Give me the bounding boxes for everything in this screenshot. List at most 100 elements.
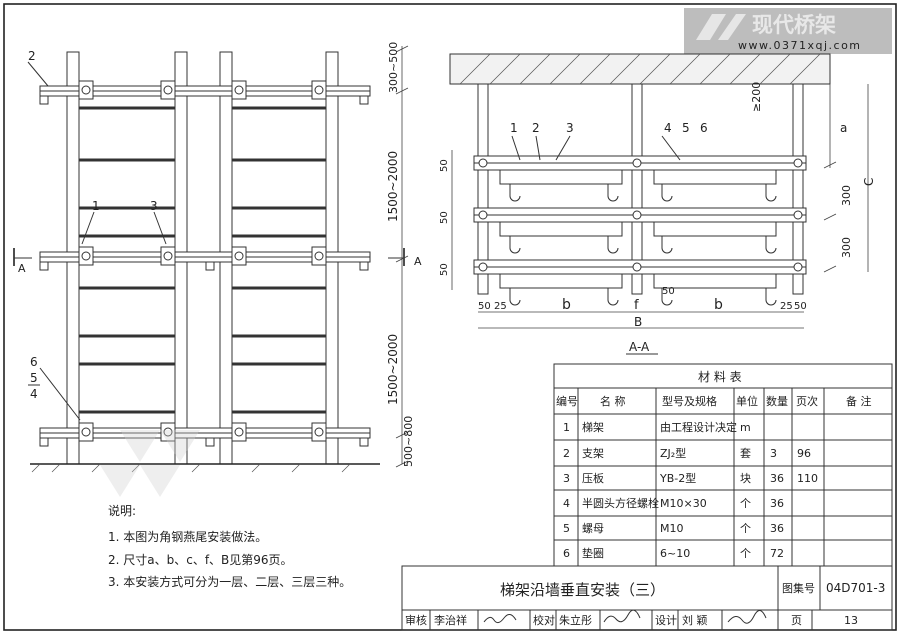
table-cell: 垫圈 (582, 546, 604, 560)
table-cell: 5 (563, 522, 570, 535)
elevation-view: A A 2 1 3 6 5 4 300~500 1 (13, 42, 422, 473)
atlas-number: 04D701-3 (826, 581, 885, 595)
table-cell: M10 (660, 522, 684, 535)
elevation-callouts: 2 1 3 6 5 4 (27, 49, 167, 421)
svg-text:50: 50 (794, 301, 807, 312)
table-cell: 螺母 (582, 522, 604, 535)
hanger-rod (631, 83, 643, 295)
table-cell: 6~10 (660, 547, 690, 560)
svg-text:朱立彤: 朱立彤 (559, 613, 592, 627)
notes-heading: 说明: (108, 503, 136, 518)
svg-text:审核: 审核 (405, 613, 427, 627)
section-dims-left: 50 50 50 (439, 150, 453, 290)
dim-c: C (862, 178, 876, 186)
dim-upper: 1500~2000 (386, 151, 400, 222)
callout-1: 1 (510, 121, 518, 135)
table-cell: 36 (770, 472, 784, 485)
svg-text:备 注: 备 注 (846, 394, 872, 408)
hook-clips (509, 184, 777, 306)
watermark-brand: 现代桥架 (752, 13, 836, 37)
table-cell: 套 (740, 447, 751, 460)
section-callouts: 1 2 3 4 5 6 (510, 121, 708, 161)
page-number: 13 (844, 614, 858, 627)
svg-text:25: 25 (780, 301, 793, 312)
table-cell: m (740, 421, 751, 434)
dim-a: a (840, 121, 847, 135)
callout-6: 6 (700, 121, 708, 135)
table-title: 材 料 表 (698, 370, 742, 384)
table-cell: 个 (740, 547, 751, 560)
table-cell: YB-2型 (659, 471, 696, 485)
elevation-dimensions: 300~500 1500~2000 1500~2000 500~800 (386, 42, 415, 468)
dim-lower: 1500~2000 (386, 334, 400, 405)
svg-text:50: 50 (662, 286, 675, 297)
watermark-logo: 现代桥架 www.0371xqj.com (684, 8, 892, 54)
svg-text:页: 页 (791, 614, 802, 627)
table-cell: ZJ₂型 (660, 446, 686, 460)
svg-text:50: 50 (478, 301, 491, 312)
svg-text:名 称: 名 称 (600, 394, 626, 408)
table-cell: 72 (770, 547, 784, 560)
svg-text:A: A (18, 262, 26, 275)
svg-text:刘 颖: 刘 颖 (682, 614, 708, 627)
callout-5: 5 (682, 121, 690, 135)
svg-text:50: 50 (439, 211, 450, 224)
callout-6: 6 (30, 355, 38, 369)
dim-300-lower: 300 (840, 237, 853, 258)
table-cell: 110 (797, 472, 818, 485)
callout-3: 3 (150, 199, 158, 213)
watermark-url: www.0371xqj.com (738, 39, 862, 52)
table-cell: 36 (770, 522, 784, 535)
svg-text:25: 25 (494, 301, 507, 312)
ladder-rungs-left (78, 106, 176, 414)
table-cell: 个 (740, 497, 751, 510)
watermark-triangles (100, 430, 200, 497)
svg-text:编号: 编号 (556, 394, 578, 408)
drawing-title: 梯架沿墙垂直安装（三） (500, 581, 665, 599)
hanger-rod (792, 83, 804, 295)
clamp-plates (78, 80, 327, 442)
callout-4: 4 (664, 121, 672, 135)
ladder-rungs-right (231, 106, 327, 414)
svg-text:B: B (634, 315, 642, 329)
table-cell: 96 (797, 447, 811, 460)
note-1: 1. 本图为角钢燕尾安装做法。 (108, 529, 267, 544)
svg-text:b: b (562, 297, 571, 313)
table-header: 编号 名 称 型号及规格 单位 数量 页次 备 注 (556, 394, 872, 408)
table-cell: M10×30 (660, 497, 707, 510)
svg-text:单位: 单位 (736, 394, 758, 408)
svg-text:A: A (414, 255, 422, 268)
table-cell: 3 (770, 447, 777, 460)
callout-4: 4 (30, 387, 38, 401)
section-cut-mark: A A (13, 248, 422, 275)
callout-5: 5 (30, 371, 38, 385)
title-block: 梯架沿墙垂直安装（三） 图集号 04D701-3 审核 李治祥 校对 朱立彤 设… (401, 565, 893, 631)
table-cell: 1 (563, 421, 570, 434)
svg-text:型号及规格: 型号及规格 (662, 394, 717, 408)
svg-text:50: 50 (439, 159, 450, 172)
callout-2: 2 (532, 121, 540, 135)
table-cell: 梯架 (582, 421, 604, 434)
table-cell: 3 (563, 472, 570, 485)
designer-signature (727, 610, 767, 624)
table-cell: 2 (563, 447, 570, 460)
hanger-rod (477, 83, 489, 295)
callout-3: 3 (566, 121, 574, 135)
table-cell: 压板 (582, 471, 604, 485)
ceiling-slab (449, 53, 831, 85)
section-dims-bottom: 50 25 b 50 f b 25 50 B (478, 286, 807, 329)
notes: 说明: 1. 本图为角钢燕尾安装做法。 2. 尺寸a、b、c、f、B见第96页。… (108, 503, 351, 589)
svg-text:50: 50 (439, 263, 450, 276)
svg-text:设计: 设计 (655, 614, 677, 627)
table-cell: 个 (740, 522, 751, 535)
callout-1: 1 (92, 199, 100, 213)
callout-2: 2 (28, 49, 36, 63)
section-dims-right: ≥200 a 300 300 C (750, 82, 876, 273)
dim-bottom: 500~800 (402, 416, 415, 467)
table-cell: 36 (770, 497, 784, 510)
reviewer-signature (483, 614, 517, 624)
svg-text:页次: 页次 (796, 394, 818, 408)
